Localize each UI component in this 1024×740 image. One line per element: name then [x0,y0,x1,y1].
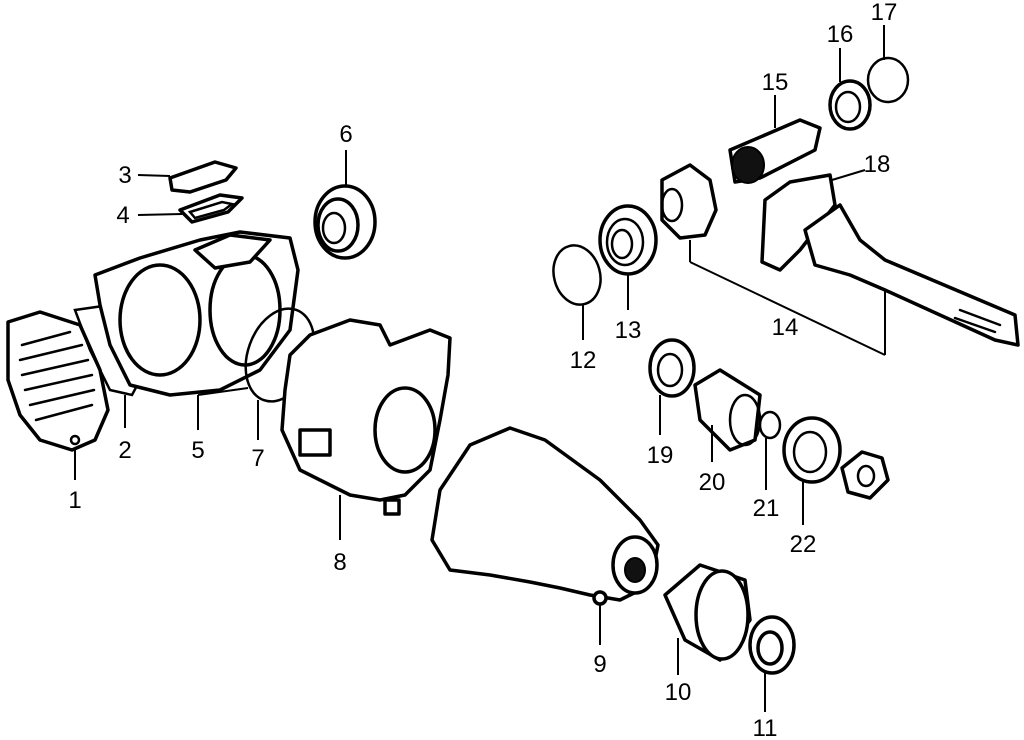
callout-2: 2 [118,437,131,464]
callout-16: 16 [827,21,854,48]
part-5-main-housing [93,230,300,397]
part-13-bearing [598,204,658,276]
callout-15: 15 [762,69,789,96]
part-3-plate [168,160,238,194]
callout-7: 7 [251,445,264,472]
part-11-seal [748,615,796,675]
callout-18: 18 [864,151,891,178]
part-9-extension-housing [430,426,660,606]
part-17-snap-ring [866,56,910,104]
part-16-bearing [828,79,872,131]
callout-13: 13 [615,317,642,344]
part-10-sleeve [663,563,752,662]
callout-5: 5 [191,437,204,464]
callout-17: 17 [871,0,898,26]
callout-12: 12 [570,347,597,374]
part-21-o-ring [758,410,782,440]
part-22-bearing [782,416,842,484]
nut-unlabeled [840,450,890,500]
callout-4: 4 [116,202,129,229]
callout-11: 11 [753,715,778,740]
part-18-output-shaft [760,173,1020,347]
callout-3: 3 [118,162,131,189]
callout-22: 22 [790,531,817,558]
callout-19: 19 [647,442,674,469]
part-15-shaft [728,118,822,184]
part-4-gasket-plate [178,193,244,224]
leader-lines [74,25,886,712]
callout-labels: 1 2 3 4 5 6 7 8 9 10 11 12 13 14 15 16 1… [68,0,897,740]
part-14-gear [660,163,718,240]
part-1-rear-cover [6,310,110,452]
callout-6: 6 [339,121,352,148]
part-12-snap-ring [552,244,602,306]
callout-14: 14 [772,314,799,341]
callout-21: 21 [753,495,780,522]
part-19-seal [648,338,696,398]
part-8-transfer-housing [280,318,452,516]
callout-20: 20 [699,469,726,496]
part-6-oil-seal [313,184,377,260]
callout-9: 9 [593,651,606,678]
part-20-sleeve [693,368,762,452]
callout-10: 10 [665,679,692,706]
callout-1: 1 [68,487,81,514]
callout-8: 8 [333,549,346,576]
